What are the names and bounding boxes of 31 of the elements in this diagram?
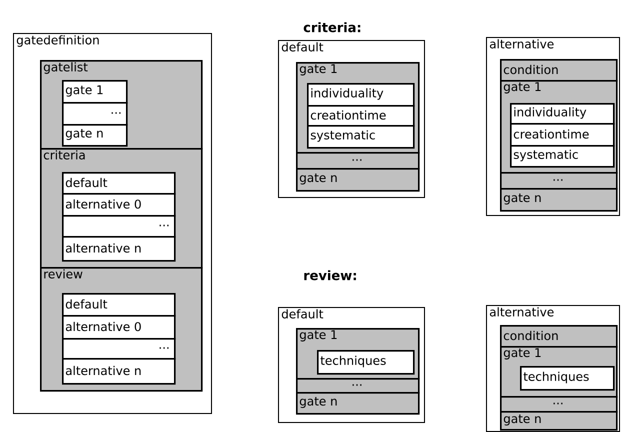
section-box: ... (296, 378, 420, 394)
list-cell: alternative 0 (62, 193, 176, 217)
section-box: gate n (296, 168, 420, 192)
list-cell: creationtime (307, 105, 415, 127)
section-box: condition (500, 325, 618, 348)
section-box: gate n (500, 411, 618, 431)
section-box: gate n (500, 188, 618, 212)
list-cell: alternative 0 (62, 315, 176, 340)
list-cell: alternative n (62, 236, 176, 262)
list-cell: systematic (307, 125, 415, 149)
section-box: ... (500, 396, 618, 413)
list-cell: creationtime (510, 123, 615, 147)
list-cell: gate 1 (62, 80, 128, 104)
section-heading: review: (304, 270, 356, 280)
section-box: condition (500, 59, 618, 82)
list-cell: gate n (62, 124, 128, 147)
list-cell: individuality (510, 103, 615, 125)
list-cell: systematic (510, 145, 615, 168)
section-heading: criteria: (304, 22, 360, 32)
list-cell: techniques (317, 350, 415, 375)
list-cell: ... (62, 102, 128, 126)
list-cell: ... (62, 338, 176, 360)
list-cell: techniques (520, 366, 615, 391)
section-box: ... (500, 172, 618, 190)
section-box: ... (296, 152, 420, 170)
list-cell: ... (62, 215, 176, 238)
list-cell: alternative n (62, 358, 176, 385)
list-cell: default (62, 293, 176, 317)
list-cell: default (62, 172, 176, 195)
list-cell: individuality (307, 83, 415, 107)
section-box: gate n (296, 392, 420, 415)
